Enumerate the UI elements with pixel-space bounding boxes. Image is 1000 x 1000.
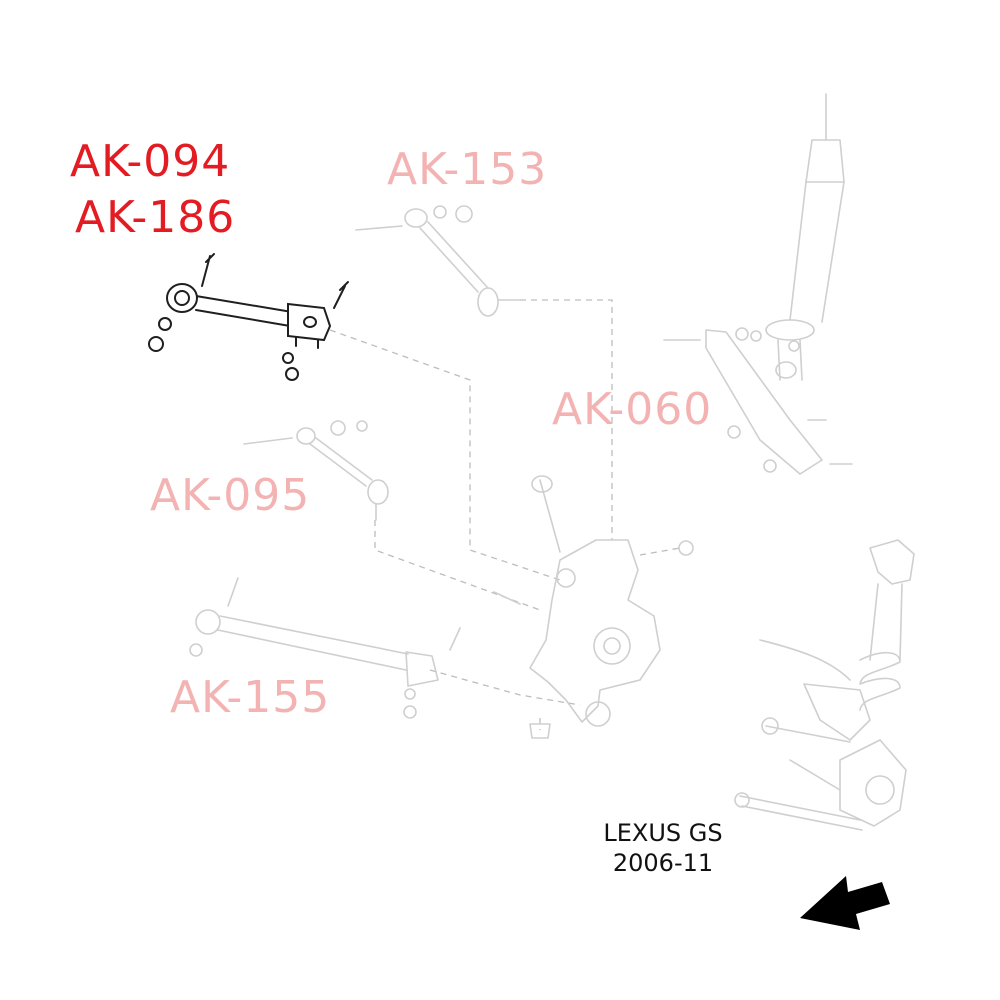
arrow-left-down-icon: [800, 876, 890, 930]
part-label-ak-060: AK-060: [552, 384, 713, 435]
vehicle-model: LEXUS GS: [603, 819, 723, 847]
vehicle-caption: LEXUS GS 2006-11: [592, 818, 734, 878]
part-label-ak-155: AK-155: [170, 672, 331, 723]
ak-095-link-part: [243, 420, 389, 521]
part-label-ak-153: AK-153: [387, 144, 548, 195]
ak-153-arm-part: [355, 205, 525, 317]
ak-155-lower-arm-part: [189, 577, 461, 719]
knuckle-hub-part: [493, 475, 694, 739]
part-label-ak-094: AK-094: [70, 136, 231, 187]
part-label-ak-095: AK-095: [150, 470, 311, 521]
assembled-corner-view: [734, 539, 915, 831]
ak-060-shock-arm-part: [663, 93, 853, 475]
vehicle-years: 2006-11: [612, 849, 714, 877]
ak-094-upper-arm-part: [148, 253, 349, 381]
part-label-ak-186: AK-186: [75, 192, 236, 243]
